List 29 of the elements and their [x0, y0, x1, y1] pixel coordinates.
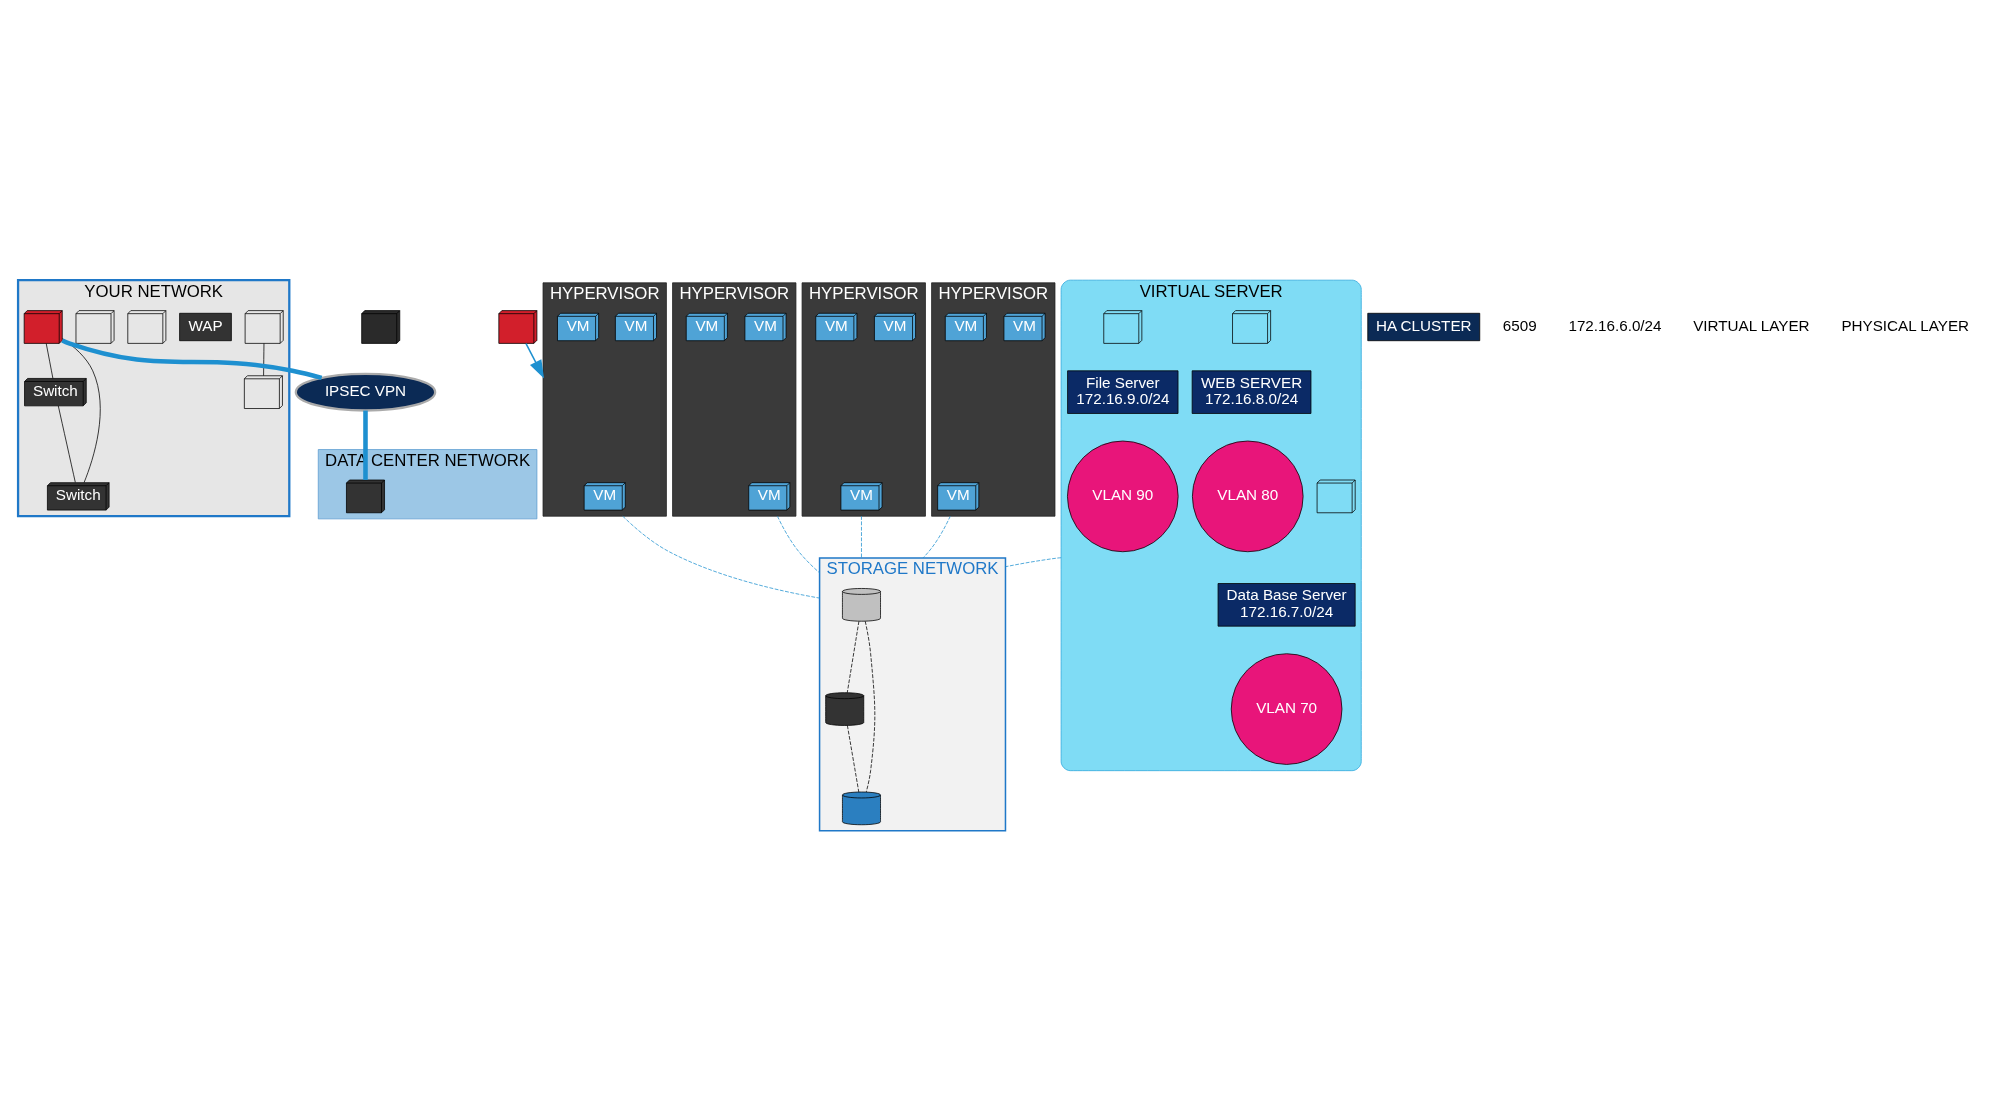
connector	[61, 338, 323, 381]
node-circle: VLAN 80	[1192, 440, 1304, 553]
connector	[622, 515, 820, 599]
node-box: HA CLUSTER	[1367, 312, 1481, 342]
node-box: Data Base Server 172.16.7.0/24	[1217, 583, 1356, 627]
label: VIRTUAL LAYER	[1693, 316, 1810, 334]
label: 6509	[1502, 316, 1537, 334]
node-box: WAP	[179, 312, 232, 342]
connector	[861, 515, 862, 559]
cluster: STORAGE NETWORK	[818, 557, 1007, 832]
connector	[57, 405, 76, 483]
connector	[922, 515, 951, 559]
label: 172.16.6.0/24	[1568, 316, 1662, 334]
connector	[263, 343, 265, 376]
connector	[62, 338, 101, 483]
label: PHYSICAL LAYER	[1841, 316, 1970, 334]
connector	[777, 515, 820, 574]
connector	[363, 410, 368, 480]
arrow	[525, 342, 545, 379]
node-circle: VLAN 90	[1067, 440, 1179, 553]
connector	[846, 621, 860, 693]
connector	[864, 620, 876, 793]
node-circle: VLAN 70	[1230, 653, 1343, 765]
connector	[1005, 557, 1062, 568]
connector	[45, 343, 54, 379]
connector	[847, 725, 860, 793]
node-box: WEB SERVER 172.16.8.0/24	[1191, 370, 1312, 414]
node-ellipse: IPSEC VPN	[294, 372, 437, 412]
node-box: File Server 172.16.9.0/24	[1067, 370, 1179, 414]
